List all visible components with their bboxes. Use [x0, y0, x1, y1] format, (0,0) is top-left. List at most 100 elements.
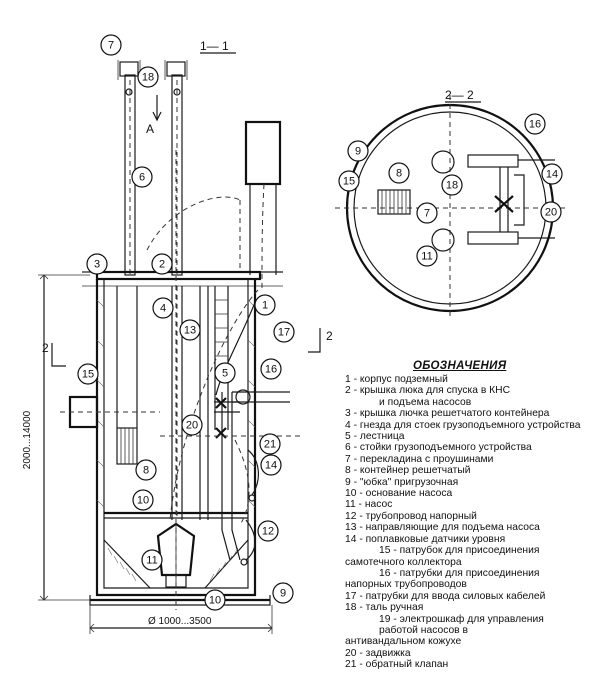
callout-circle	[179, 319, 201, 341]
hatch-swing-arc	[146, 196, 241, 251]
legend-item: напорных трубопроводов	[345, 579, 467, 591]
power-cable	[169, 289, 259, 521]
callout-circle	[137, 66, 159, 88]
callout-number: 21	[264, 439, 276, 451]
callout-circle	[260, 454, 282, 476]
callout-number: 6	[139, 172, 145, 184]
legend-item: 16 - патрубки для присоединения	[379, 567, 540, 579]
callout-number: 8	[396, 168, 402, 180]
ladder	[214, 286, 229, 430]
callout-number: 20	[545, 207, 557, 219]
callout-circle	[441, 174, 463, 196]
callout-number: 5	[222, 368, 228, 380]
callout-circle	[524, 113, 546, 135]
cut-mark-right-line	[308, 328, 321, 353]
legend-item: 12 - трубопровод напорный	[345, 510, 477, 522]
legend-item: 21 - обратный клапан	[345, 659, 449, 671]
legend-item: 15 - патрубок для присоединения	[379, 545, 540, 557]
callout-number: 3	[94, 259, 100, 271]
callout-circle	[541, 163, 563, 185]
callout-number: 16	[529, 119, 541, 131]
cut-mark-right: 2	[326, 329, 333, 343]
callout-number: 7	[108, 40, 114, 52]
grate-container	[116, 286, 138, 465]
callout-number: 9	[280, 588, 286, 600]
callout-number: 8	[143, 465, 149, 477]
legend-item: 2 - крышка люка для спуска в КНС	[345, 385, 511, 397]
legend-title: ОБОЗНАЧЕНИЯ	[413, 360, 507, 372]
legend-item: 20 - задвижка	[345, 647, 411, 659]
callout-number: 11	[146, 555, 157, 567]
callout-number: 15	[82, 369, 94, 381]
legend-item: 6 - стойки грузоподъемного устройства	[345, 442, 532, 454]
legend-item: 18 - таль ручная	[345, 602, 424, 614]
diameter-dimension: Ø 1000...3500	[148, 616, 212, 627]
callout-number: 11	[421, 251, 432, 263]
cable-conduit	[215, 299, 257, 396]
legend-item: 3 - крышка лючка решетчатого контейнера	[345, 408, 550, 420]
callout-circle	[254, 294, 276, 316]
callout-circle	[204, 589, 226, 611]
legend-item: 7 - перекладина с проушинами	[345, 453, 494, 465]
callout-circle	[214, 362, 236, 384]
legend-item: 11 - насос	[345, 499, 393, 511]
float-sensors	[240, 449, 259, 566]
section-2-title: 2— 2	[445, 88, 474, 102]
callout-number: 12	[262, 526, 274, 538]
callout-circle	[151, 253, 173, 275]
callout-number: 14	[265, 460, 277, 472]
callout-number: 4	[160, 303, 166, 315]
callout-number: 14	[546, 169, 558, 181]
callout-circle	[388, 162, 410, 184]
callout-number: 20	[186, 420, 198, 432]
callout-number: 10	[209, 595, 221, 607]
legend-item: 14 - поплавковые датчики уровня	[345, 533, 506, 545]
section-1-title: 1— 1	[200, 39, 229, 53]
callout-circle	[141, 549, 163, 571]
callout-circle	[257, 520, 279, 542]
cut-mark-left-line	[51, 343, 66, 367]
callout-circle	[152, 297, 174, 319]
callout-circle	[131, 166, 153, 188]
lifting-posts	[117, 60, 188, 276]
callout-number: 15	[343, 176, 355, 188]
height-dimension: 2000...14000	[22, 410, 33, 469]
callout-number: 10	[137, 495, 149, 507]
legend-item: 9 - "юбка" пригрузочная	[345, 476, 459, 488]
electric-cabinet	[244, 120, 282, 291]
inlet-pipe	[60, 395, 160, 429]
callout-circle	[132, 489, 154, 511]
legend-item: работой насосов в	[379, 624, 468, 636]
callout-circle	[272, 582, 294, 604]
callout-circle	[86, 253, 108, 275]
legend-item: 4 - гнезда для стоек грузоподъемного уст…	[345, 419, 581, 431]
callout-circle	[273, 321, 295, 343]
legend-item: 1 - корпус подземный	[345, 374, 448, 385]
callout-circle	[100, 34, 122, 56]
legend-item: 8 - контейнер решетчатый	[345, 465, 471, 477]
callout-circle	[416, 202, 438, 224]
legend-item: 10 - основание насоса	[345, 488, 453, 500]
cut-mark-left: 2	[42, 341, 49, 355]
callout-circle	[77, 363, 99, 385]
callout-circle	[347, 140, 369, 162]
callout-number: 16	[265, 364, 277, 376]
callout-number: 7	[424, 208, 430, 220]
callout-circle	[540, 201, 562, 223]
legend-item: 13 - направляющие для подъема насоса	[345, 522, 540, 534]
callout-number: 13	[184, 325, 196, 337]
callout-circle	[338, 170, 360, 192]
pressure-pipeline	[160, 389, 300, 561]
legend-item: самотечного коллектора	[345, 556, 462, 568]
callout-number: 18	[142, 72, 154, 84]
legend-item: и подъема насосов	[379, 396, 472, 408]
callout-number: 9	[355, 146, 361, 158]
callout-number: 18	[446, 180, 458, 192]
callout-circle	[260, 358, 282, 380]
legend-item: 17 - патрубки для ввода силовых кабелей	[345, 590, 546, 602]
